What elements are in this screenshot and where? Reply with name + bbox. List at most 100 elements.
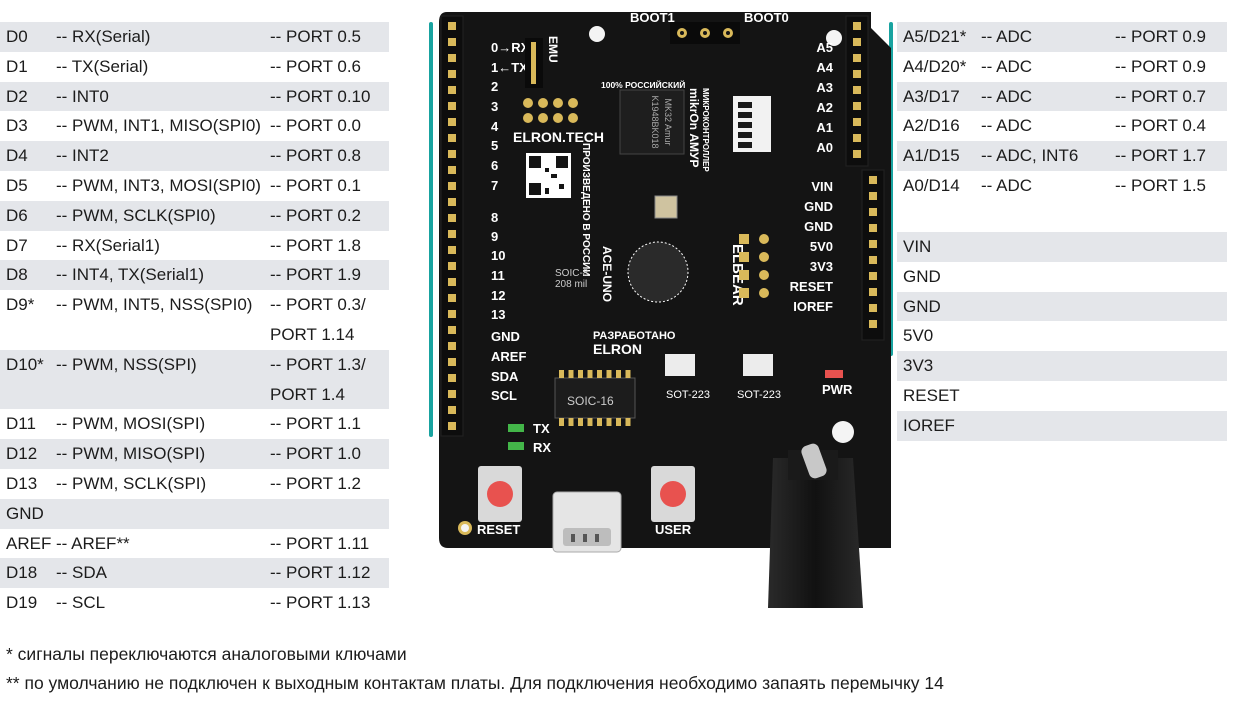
boot0-label: BOOT0 xyxy=(744,10,789,25)
left-header-label: 0→RX xyxy=(491,40,530,55)
header-pin xyxy=(869,320,877,328)
left_pins-pin: D3 xyxy=(6,116,28,136)
right_pins-row: A5/D21*-- ADC-- PORT 0.9 xyxy=(897,22,1227,52)
left_pins-fn: -- PWM, INT5, NSS(SPI0) xyxy=(56,295,253,315)
power-pin-name: GND xyxy=(903,266,941,286)
analog-header-label: A2 xyxy=(816,100,833,115)
user-button-label: USER xyxy=(655,522,692,537)
left_pins-row: D7-- RX(Serial1)-- PORT 1.8 xyxy=(0,231,389,261)
right_pins-pin: A2/D16 xyxy=(903,116,960,136)
pwr-label: PWR xyxy=(822,382,853,397)
left_pins-port: -- PORT 0.1 xyxy=(270,175,362,195)
left_pins-port: -- PORT 0.5 xyxy=(270,27,362,46)
header-pin xyxy=(448,326,456,334)
left_pins-port: -- PORT 1.2 xyxy=(270,473,362,493)
left_pins-port: -- PORT 1.1 xyxy=(270,414,362,434)
left-header-label: 4 xyxy=(491,119,499,134)
power-header-label: 3V3 xyxy=(810,259,833,274)
left-header-label: 11 xyxy=(491,268,505,283)
left_pins-port: -- PORT 0.2 xyxy=(270,205,362,225)
left_pins-port: -- PORT 0.0 xyxy=(270,116,362,136)
header-pin xyxy=(853,54,861,62)
bear-logo xyxy=(627,241,689,303)
left-header-bracket xyxy=(429,22,433,437)
left_pins-pin: D7 xyxy=(6,235,28,255)
left_pins-fn: -- PWM, NSS(SPI) xyxy=(56,354,197,374)
left_pins-row: D12-- PWM, MISO(SPI)-- PORT 1.0 xyxy=(0,439,389,469)
dc-jack xyxy=(768,458,863,608)
left_pins-pin: D5 xyxy=(6,175,28,195)
left_pins-port: -- PORT 1.13 xyxy=(270,593,371,613)
left_pins-port: -- PORT 0.10 xyxy=(270,86,371,106)
left-header-label: SDA xyxy=(491,369,519,384)
left_pins-row: D4-- INT2-- PORT 0.8 xyxy=(0,141,389,171)
left_pins-row: D1-- TX(Serial)-- PORT 0.6 xyxy=(0,52,389,82)
left_pins-fn: -- INT0 xyxy=(56,86,109,106)
left_pins-row: D3 -- PWM, INT1, MISO(SPI0) -- PORT 0.0 xyxy=(0,111,389,141)
right_pins-fn: -- ADC xyxy=(981,175,1032,195)
header-pin xyxy=(448,70,456,78)
analog-header-label: A3 xyxy=(816,80,833,95)
header-pin xyxy=(853,102,861,110)
left_pins-pin: D6 xyxy=(6,205,28,225)
board-illustration: BOOT1 BOOT0 0→RX1←TX2345678910111213GNDA… xyxy=(439,10,891,608)
header-pin xyxy=(448,86,456,94)
header-pin xyxy=(869,304,877,312)
power-header-label: GND xyxy=(804,199,833,214)
left_pins-port: -- PORT 0.8 xyxy=(270,146,362,166)
tx-label: TX xyxy=(533,421,550,436)
analog-header-label: A0 xyxy=(816,140,833,155)
header-pin xyxy=(853,22,861,30)
power-header-label: 5V0 xyxy=(810,239,833,254)
left_pins-port: -- PORT 0.6 xyxy=(270,56,362,76)
power-header-label: GND xyxy=(804,219,833,234)
soic16-label: SOIC-16 xyxy=(567,394,614,408)
crystal xyxy=(654,195,678,219)
left_pins-pin: D4 xyxy=(6,146,28,166)
left_pins-pin: D18 xyxy=(6,563,38,583)
header-pin xyxy=(869,256,877,264)
power-pin-name: 3V3 xyxy=(903,356,934,376)
left_pins-fn: -- PWM, SCLK(SPI) xyxy=(56,473,207,493)
left_pins-fn: -- AREF** xyxy=(56,533,130,553)
ace-uno-label: ACE-UNO xyxy=(600,246,614,302)
mcu-label: МИКРОКОНТРОЛЛЕР xyxy=(701,88,710,172)
left-header-label: 9 xyxy=(491,229,498,244)
left_pins-fn: -- SCL xyxy=(56,593,106,613)
left-header-label: 2 xyxy=(491,79,498,94)
developed-label: РАЗРАБОТАНО xyxy=(593,330,676,342)
left_pins-port: PORT 1.4 xyxy=(270,384,345,404)
header-pin xyxy=(853,70,861,78)
power-pin-name: RESET xyxy=(903,385,960,405)
power-pin-row: RESET xyxy=(897,381,1227,411)
header-pin xyxy=(448,182,456,190)
left_pins-port: -- PORT 1.8 xyxy=(270,235,362,255)
header-pin xyxy=(853,134,861,142)
right_pins-row: A3/D17-- ADC-- PORT 0.7 xyxy=(897,81,1227,112)
left_pins-row: D10*-- PWM, NSS(SPI)-- PORT 1.3/ xyxy=(0,349,389,380)
analog-header-label: A4 xyxy=(816,60,833,75)
right_pins-row: A4/D20*-- ADC-- PORT 0.9 xyxy=(897,52,1227,82)
right_pins-fn: -- ADC xyxy=(981,27,1032,46)
left_pins-fn: -- RX(Serial) xyxy=(56,27,151,46)
left_pins-fn: -- PWM, MISO(SPI) xyxy=(56,444,206,464)
power-pin-row: IOREF xyxy=(897,410,1227,441)
header-pin xyxy=(869,192,877,200)
sot223-a-label: SOT-223 xyxy=(666,389,710,401)
left-header xyxy=(440,15,464,437)
power-header-label: RESET xyxy=(790,279,833,294)
right_pins-port: -- PORT 1.5 xyxy=(1115,175,1207,195)
left_pins-pin: D0 xyxy=(6,27,28,46)
left_pins-fn: -- PWM, INT1, MISO(SPI0) xyxy=(56,116,261,136)
left_pins-fn: -- PWM, SCLK(SPI0) xyxy=(56,205,216,225)
right_pins-port: -- PORT 1.7 xyxy=(1115,146,1207,166)
right_pins-pin: A4/D20* xyxy=(903,56,967,76)
left_pins-row: D6 -- PWM, SCLK(SPI0) -- PORT 0.2 xyxy=(0,200,389,231)
pwr-led xyxy=(825,370,843,378)
left-header-label: 13 xyxy=(491,307,505,322)
left_pins-port: -- PORT 1.9 xyxy=(270,265,362,285)
left_pins-row: PORT 1.14 xyxy=(0,320,389,350)
percent-russian-label: 100% РОССИЙСКИЙ xyxy=(601,79,685,90)
